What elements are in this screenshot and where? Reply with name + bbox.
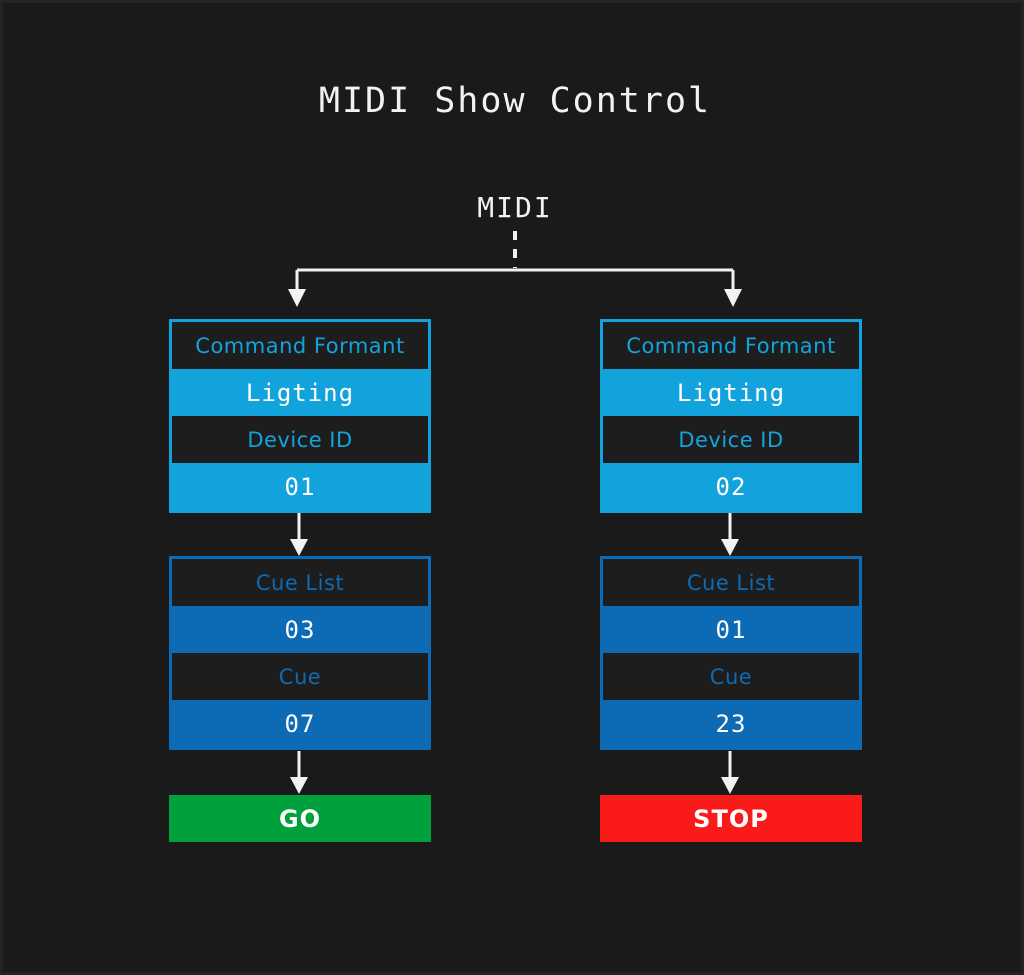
- cue-label: Cue: [603, 653, 859, 700]
- device-id-label: Device ID: [603, 416, 859, 463]
- cue-block-left[interactable]: Cue List 03 Cue 07: [169, 556, 431, 750]
- cue-block-right[interactable]: Cue List 01 Cue 23: [600, 556, 862, 750]
- connector-wires: [288, 231, 742, 794]
- device-id-value: 02: [715, 472, 747, 501]
- cue-label: Cue: [172, 653, 428, 700]
- cue-list-value: 01: [715, 615, 747, 644]
- left-command-to-cue-arrowhead: [290, 539, 308, 556]
- cue-value: 23: [715, 709, 747, 738]
- right-cue-to-action-arrowhead: [721, 777, 739, 794]
- cue-list-label: Cue List: [172, 559, 428, 606]
- command-format-label: Command Formant: [603, 322, 859, 369]
- command-format-value: Ligting: [676, 378, 786, 407]
- branch-left-arrowhead: [288, 289, 306, 307]
- device-id-label: Device ID: [172, 416, 428, 463]
- page-title: MIDI Show Control: [318, 81, 712, 121]
- device-id-value: 01: [284, 472, 316, 501]
- go-button[interactable]: GO: [169, 795, 431, 842]
- command-block-right[interactable]: Command Formant Ligting Device ID 02: [600, 319, 862, 513]
- cue-list-label: Cue List: [603, 559, 859, 606]
- cue-value: 07: [284, 709, 316, 738]
- command-format-label: Command Formant: [172, 322, 428, 369]
- command-format-value: Ligting: [245, 378, 355, 407]
- left-cue-to-action-arrowhead: [290, 777, 308, 794]
- cue-list-value: 03: [284, 615, 316, 644]
- right-command-to-cue-arrowhead: [721, 539, 739, 556]
- stop-button[interactable]: STOP: [600, 795, 862, 842]
- command-block-left[interactable]: Command Formant Ligting Device ID 01: [169, 319, 431, 513]
- branch-right-arrowhead: [724, 289, 742, 307]
- midi-source-label: MIDI: [477, 191, 553, 224]
